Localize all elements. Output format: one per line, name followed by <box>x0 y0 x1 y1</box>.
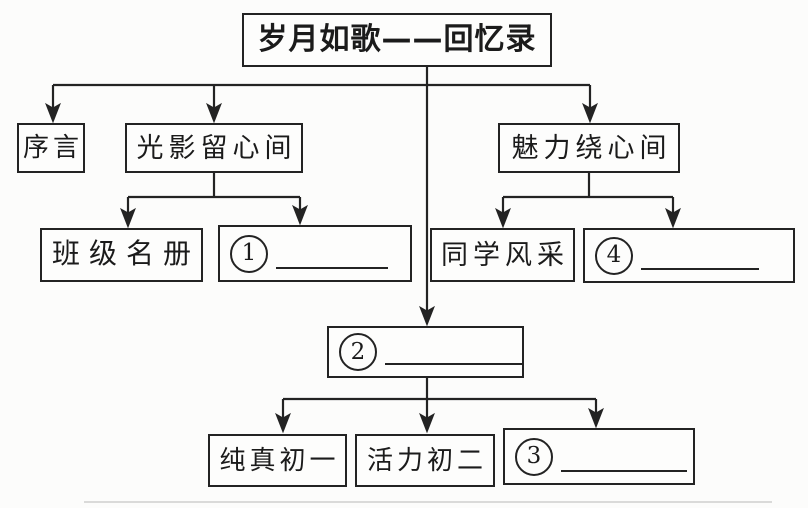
light-shadow-label: 光影留心间 <box>136 132 297 163</box>
charm-label: 魅力绕心间 <box>511 132 672 163</box>
blank-underline-2 <box>385 363 522 365</box>
circled-number-2: 2 <box>339 333 377 371</box>
node-blank-4: 4 <box>583 228 795 283</box>
lively-grade8-label: 活力初二 <box>366 445 487 475</box>
arrowhead <box>206 102 222 124</box>
node-class-roster: 班级名册 <box>40 228 203 282</box>
circled-number-4: 4 <box>595 236 633 275</box>
classmates-style-label: 同学风采 <box>441 239 569 270</box>
arrowhead <box>419 305 435 327</box>
pure-grade7-label: 纯真初一 <box>219 445 340 475</box>
arrowhead <box>275 412 291 434</box>
blank-underline-4 <box>641 268 759 270</box>
arrowhead <box>665 207 681 229</box>
arrowhead <box>120 207 136 229</box>
connector-lightshadow-to-children <box>120 173 308 229</box>
node-lively-grade8: 活力初二 <box>355 434 495 487</box>
node-blank-2: 2 <box>327 326 524 378</box>
arrowhead <box>419 412 435 434</box>
arrowhead <box>45 102 61 124</box>
circled-number-1: 1 <box>230 234 268 273</box>
arrowhead <box>292 204 308 226</box>
blank-underline-3 <box>561 470 687 472</box>
node-light-shadow: 光影留心间 <box>125 123 303 173</box>
title-label: 岁月如歌——回忆录 <box>257 22 537 57</box>
node-pure-grade7: 纯真初一 <box>208 434 347 487</box>
preface-label: 序言 <box>23 133 84 162</box>
arrowhead <box>495 207 511 229</box>
connector-title-to-children <box>45 67 598 327</box>
class-roster-label: 班级名册 <box>51 239 200 270</box>
node-classmates-style: 同学风采 <box>430 228 575 282</box>
node-charm: 魅力绕心间 <box>498 123 680 173</box>
arrowhead <box>582 102 598 124</box>
node-blank-3: 3 <box>503 428 695 485</box>
connector-blank2-to-children <box>275 378 604 434</box>
arrowhead <box>588 407 604 429</box>
scan-smudge <box>84 501 772 503</box>
circled-number-3: 3 <box>515 437 553 476</box>
node-blank-1: 1 <box>218 225 412 282</box>
connector-charm-to-children <box>495 173 681 229</box>
node-preface: 序言 <box>17 123 85 173</box>
blank-underline-1 <box>276 267 388 269</box>
node-title: 岁月如歌——回忆录 <box>242 13 552 67</box>
